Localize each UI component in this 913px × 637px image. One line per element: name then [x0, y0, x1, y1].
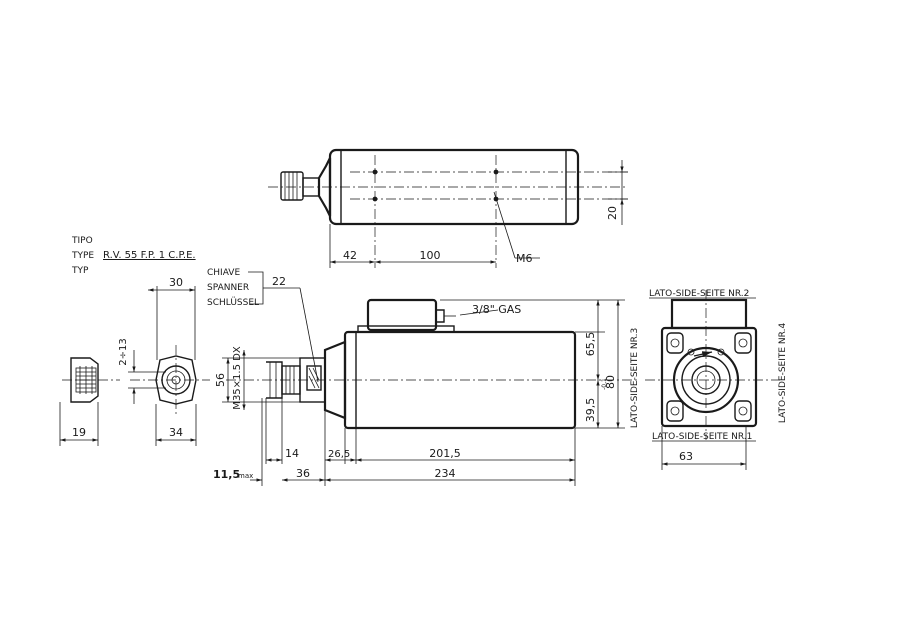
wrench-label: CHIAVE SPANNER SCHLÜSSEL — [207, 268, 270, 308]
dim-11-5-unit: max — [238, 472, 253, 480]
dim-56: 56 — [214, 373, 227, 387]
dim-42: 42 — [343, 249, 357, 262]
dim-65-5: 65,5 — [584, 332, 597, 357]
type-label-en: TYPE — [71, 251, 94, 261]
gas-fitting-label: 3/8" GAS — [472, 303, 521, 316]
dim-30: 30 — [169, 276, 183, 289]
dim-34: 34 — [169, 426, 183, 439]
dim-100: 100 — [420, 249, 441, 262]
dim-201-5: 201,5 — [429, 447, 461, 460]
type-label-it: TIPO — [71, 236, 93, 246]
type-block: TIPO TYPE R.V. 55 F.P. 1 C.P.E. TYP — [71, 236, 196, 276]
side-label-4: LATO-SIDE-SEITE NR.4 — [778, 323, 788, 424]
dim-11-5: 11,5 — [213, 468, 240, 481]
dim-14: 14 — [285, 447, 299, 460]
dim-63: 63 — [679, 450, 693, 463]
dim-20: 20 — [606, 206, 619, 220]
dim-2-13: 2÷13 — [118, 338, 129, 365]
thread-callout-m6: M6 — [516, 252, 533, 265]
collet-side-view: 19 — [59, 357, 120, 446]
wrench-label-de: SCHLÜSSEL — [207, 297, 259, 308]
dim-234: 234 — [435, 467, 456, 480]
dim-39-5: 39,5 — [584, 398, 597, 423]
side-label-2: LATO-SIDE-SEITE NR.2 — [649, 289, 749, 299]
wrench-label-en: SPANNER — [207, 283, 249, 293]
side-label-1: LATO-SIDE-SEITE NR.1 — [652, 432, 752, 442]
type-value: R.V. 55 F.P. 1 C.P.E. — [103, 250, 196, 261]
front-view: 3/8" GAS 22 56 M35×1.5 DX — [213, 275, 640, 486]
type-label-de: TYP — [71, 266, 89, 276]
dim-19: 19 — [72, 426, 86, 439]
dim-tolerance: -0,1 — [601, 378, 608, 390]
dim-26-5: 26,5 — [328, 449, 350, 460]
thread-spec: M35×1.5 DX — [232, 346, 243, 410]
top-view: 42 100 20 M6 — [268, 148, 628, 268]
wrench-label-it: CHIAVE — [207, 268, 240, 278]
dim-80: 80 — [604, 375, 617, 389]
dim-36: 36 — [296, 467, 310, 480]
collet-end-view: 30 2÷13 34 — [118, 276, 210, 446]
dim-22: 22 — [272, 275, 286, 288]
side-label-3: LATO-SIDE-SEITE NR.3 — [630, 328, 640, 428]
end-view: LATO-SIDE-SEITE NR.2 LATO-SIDE-SEITE NR.… — [630, 289, 788, 470]
